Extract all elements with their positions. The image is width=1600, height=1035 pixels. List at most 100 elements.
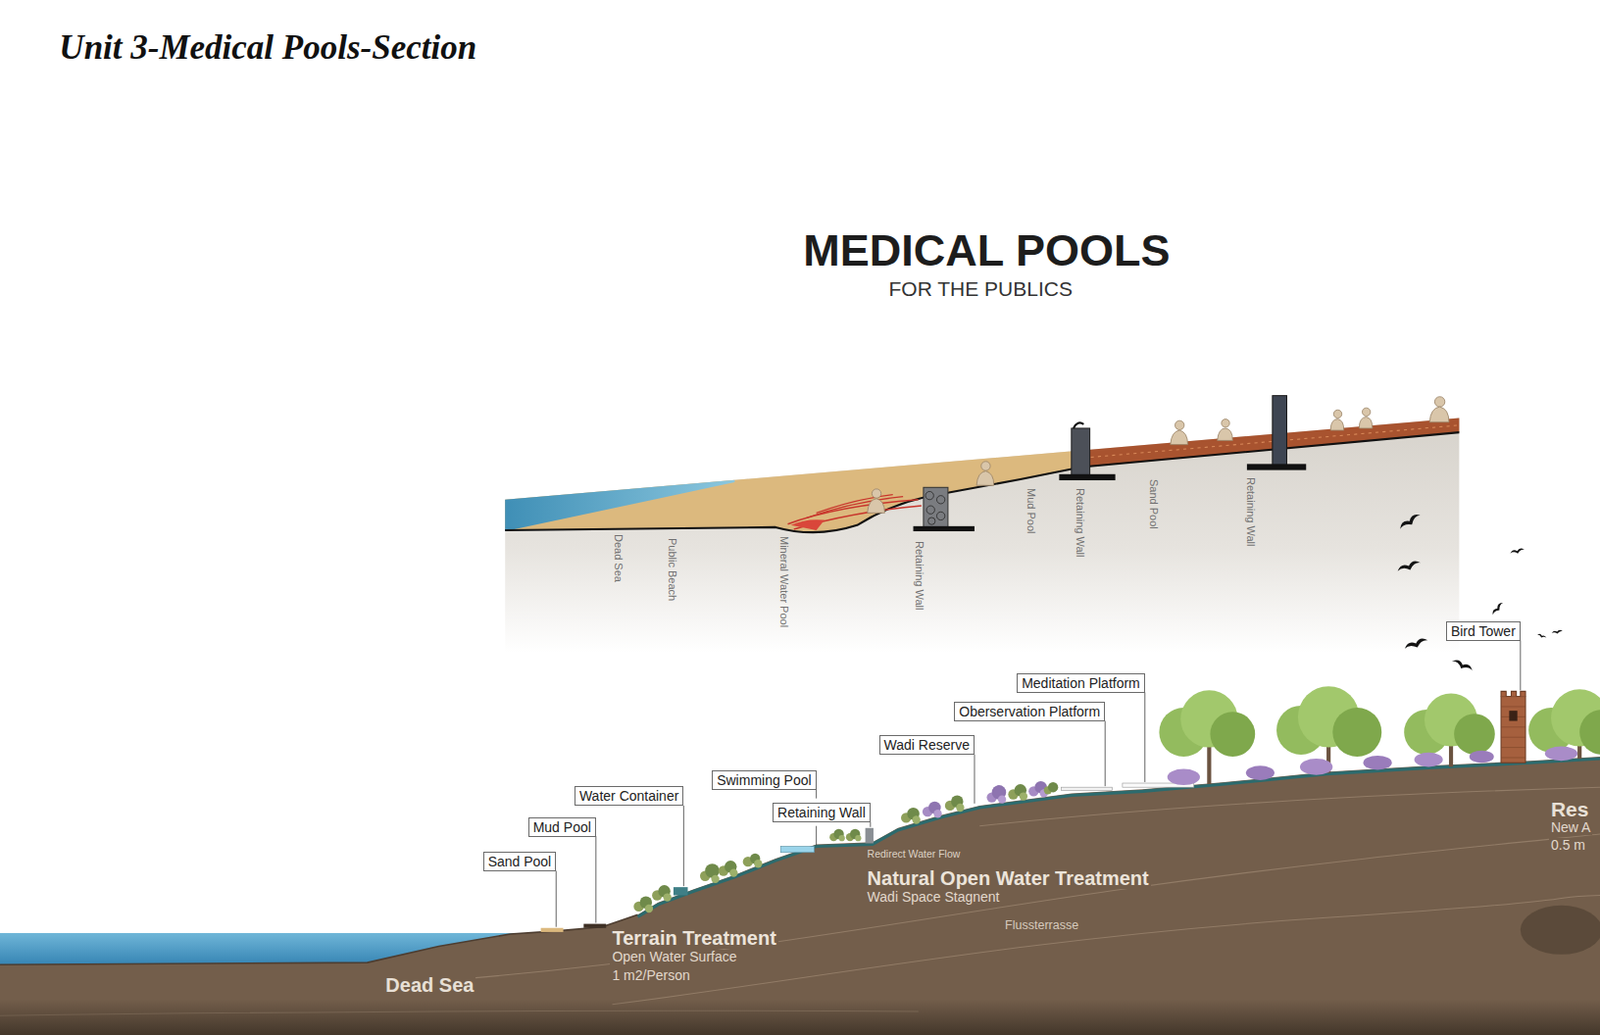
observation-platform bbox=[1060, 787, 1112, 791]
inset-zone-label: Retaining Wall bbox=[913, 541, 926, 611]
ground-subtext: 1 m2/Person bbox=[609, 968, 692, 984]
terrace-line bbox=[979, 787, 1600, 827]
sea-label: Dead Sea bbox=[383, 974, 476, 997]
tower-window bbox=[1508, 710, 1517, 721]
tower-body bbox=[1500, 697, 1526, 764]
ground-heading: Terrain Treatment bbox=[609, 927, 778, 950]
leader-line bbox=[869, 822, 871, 828]
ground-subtext: Open Water Surface bbox=[609, 950, 739, 965]
leader-line bbox=[555, 870, 557, 927]
ground-subtext: Wadi Space Stagnent bbox=[865, 890, 1002, 905]
rock-mass bbox=[504, 418, 1459, 653]
figure-head bbox=[871, 489, 881, 499]
lavender-shrub bbox=[1363, 755, 1393, 771]
callout-box: Sand Pool bbox=[483, 851, 557, 872]
planted-edge bbox=[638, 758, 1600, 917]
leader-lines bbox=[555, 640, 1521, 927]
figure-head bbox=[981, 461, 991, 471]
shrub-leaf bbox=[729, 868, 738, 877]
shrub bbox=[846, 829, 862, 842]
callout-text: Wadi Reserve bbox=[884, 737, 970, 753]
terrace-line bbox=[611, 895, 1600, 1004]
lavender-shrub bbox=[1414, 752, 1444, 768]
shrub bbox=[986, 785, 1006, 804]
bird bbox=[1509, 548, 1526, 556]
callout-box: Water Container bbox=[574, 786, 684, 806]
figure-head bbox=[1221, 419, 1230, 428]
leader-line bbox=[1144, 692, 1146, 783]
callout-text: Swimming Pool bbox=[716, 772, 811, 789]
inset-zone-label: Sand Pool bbox=[1148, 479, 1160, 530]
callout-box: Swimming Pool bbox=[711, 770, 816, 791]
bird bbox=[1396, 559, 1422, 575]
bather-figure bbox=[1429, 397, 1450, 423]
ground-note: Flussterrasse bbox=[1002, 919, 1081, 934]
shrub-leaf bbox=[911, 815, 920, 824]
callout-text: Oberservation Platform bbox=[958, 703, 1100, 720]
ground-surface bbox=[0, 914, 639, 965]
sand-pool bbox=[541, 928, 564, 933]
inset-zone-label: Public Beach bbox=[666, 538, 679, 601]
callout-text: Water Container bbox=[579, 788, 679, 804]
figure-body bbox=[1217, 428, 1234, 441]
figure-head bbox=[1361, 407, 1370, 416]
bird bbox=[1450, 657, 1474, 673]
shrub bbox=[651, 885, 672, 902]
callout-box: Wadi Reserve bbox=[879, 735, 975, 755]
callout-box: Meditation Platform bbox=[1016, 673, 1146, 694]
lavender-shrub bbox=[1300, 758, 1333, 776]
figure-body bbox=[976, 471, 995, 487]
ground-heading: Res bbox=[1549, 798, 1592, 821]
sheet-title: Unit 3-Medical Pools-Section bbox=[58, 28, 477, 67]
bather-figure bbox=[1217, 419, 1234, 442]
leader-line bbox=[1104, 721, 1106, 788]
soil-shadow bbox=[1520, 905, 1600, 955]
tree-canopy bbox=[1209, 711, 1255, 757]
inset-zone-label: Mud Pool bbox=[1025, 488, 1038, 534]
wall-footing bbox=[1058, 474, 1115, 481]
retaining-wall bbox=[1071, 428, 1091, 478]
terrace-line bbox=[439, 834, 1600, 982]
water-container bbox=[673, 887, 689, 896]
gabion-wall bbox=[923, 487, 949, 529]
pool-water bbox=[791, 519, 825, 531]
shrub-leaf bbox=[710, 875, 719, 884]
shrub-leaf bbox=[933, 809, 942, 818]
figure-head bbox=[1434, 397, 1445, 407]
ground-mass bbox=[0, 756, 1600, 1035]
leader-line bbox=[973, 754, 975, 804]
shrub-leaf bbox=[645, 904, 653, 913]
shrub-leaf bbox=[955, 803, 964, 812]
figure-body bbox=[867, 499, 886, 514]
tower-crenel bbox=[1500, 691, 1526, 697]
callout-text: Bird Tower bbox=[1450, 623, 1516, 640]
shrub-leaf bbox=[753, 859, 762, 868]
callout-text: Mud Pool bbox=[533, 819, 592, 836]
paving-strip bbox=[1081, 418, 1459, 468]
pool-outline bbox=[816, 495, 894, 514]
tree bbox=[1403, 693, 1496, 767]
poster-heading: MEDICAL POOLS bbox=[802, 226, 1170, 276]
shrub bbox=[633, 897, 653, 914]
wall-footing bbox=[913, 526, 975, 532]
shrub bbox=[1007, 784, 1028, 801]
shrub-leaf bbox=[839, 835, 846, 842]
leader-line bbox=[1519, 640, 1521, 691]
sand-fill bbox=[504, 450, 1082, 533]
shrub bbox=[1044, 782, 1059, 795]
figure-body bbox=[1429, 406, 1450, 423]
bather-figure bbox=[976, 461, 995, 486]
shrub-leaf bbox=[998, 796, 1006, 804]
shrub-leaf bbox=[1019, 792, 1028, 800]
figure-head bbox=[1333, 409, 1342, 418]
lavender-shrub bbox=[1167, 768, 1200, 786]
bird bbox=[1398, 511, 1423, 532]
callout-box: Bird Tower bbox=[1446, 621, 1521, 642]
mud-pool bbox=[583, 924, 606, 929]
bird bbox=[1537, 633, 1548, 640]
retaining-wall bbox=[865, 828, 874, 845]
figure-head bbox=[1175, 420, 1185, 430]
gabion-stone bbox=[936, 511, 945, 520]
callout-box: Retaining Wall bbox=[772, 802, 871, 823]
gabion-stone bbox=[925, 491, 934, 500]
